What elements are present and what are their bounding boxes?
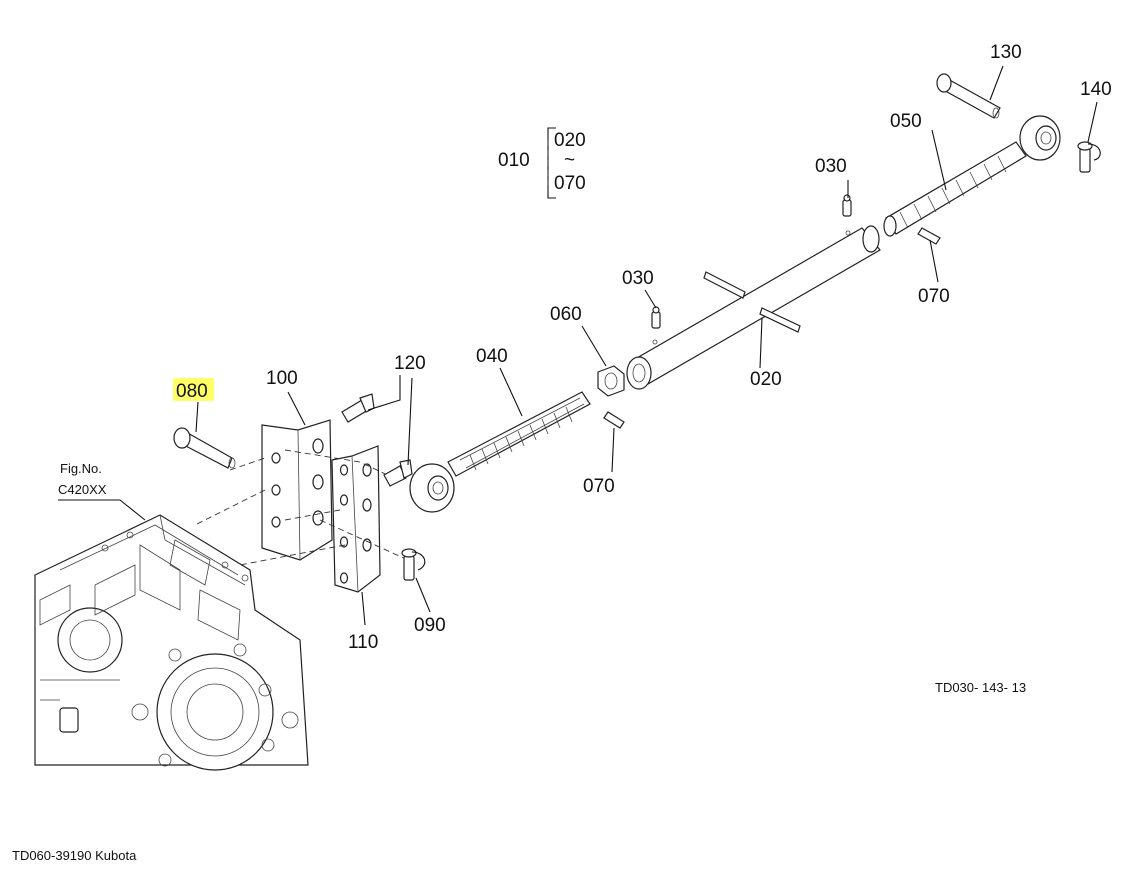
fig-ref-line1: Fig.No. [60,461,102,476]
leader-lines [195,65,1098,626]
bolt-140 [1077,141,1101,173]
tube-020 [626,225,881,390]
nut-060 [597,365,625,397]
image-caption: TD060-39190 Kubota [12,848,137,863]
bolt-090 [401,548,426,581]
highlight-080 [173,378,214,401]
pin-080 [173,427,236,469]
label-080[interactable]: 080 [176,381,208,402]
label-140[interactable]: 140 [1080,79,1112,100]
label-030-a[interactable]: 030 [622,268,654,289]
bracket-100 [261,419,333,561]
spring-pin-070-upper [917,227,941,245]
label-060[interactable]: 060 [550,304,582,325]
label-110[interactable]: 110 [348,632,378,653]
label-030-b[interactable]: 030 [815,156,847,177]
label-010[interactable]: 010 [498,150,530,171]
label-070-range: 070 [554,173,586,194]
drawing-code: TD030- 143- 13 [935,680,1026,695]
label-040[interactable]: 040 [476,346,508,367]
label-100[interactable]: 100 [266,368,298,389]
spring-pin-070-lower [603,411,625,429]
pin-130 [936,73,1001,119]
label-020-range: 020 [554,130,586,151]
bracket-110 [331,445,381,593]
fig-ref-line2: C420XX [58,482,107,497]
figure-reference: Fig.No. C420XX [58,461,146,521]
grease-nipple-030-a [651,306,661,329]
label-090[interactable]: 090 [414,615,446,636]
range-separator: ~ [564,150,575,171]
grease-nipple-030-b [842,194,852,217]
label-070-a[interactable]: 070 [583,476,615,497]
label-020[interactable]: 020 [750,369,782,390]
transmission-housing [34,514,309,771]
grease-nipple-120-b [383,459,413,487]
label-050[interactable]: 050 [890,111,922,132]
label-070-b[interactable]: 070 [918,286,950,307]
grease-nipple-120-a [341,393,375,423]
label-120[interactable]: 120 [394,353,426,374]
label-130[interactable]: 130 [990,42,1022,63]
threaded-rod-050 [883,115,1061,237]
range-bracket [547,127,556,199]
threaded-rod-040 [409,391,591,513]
